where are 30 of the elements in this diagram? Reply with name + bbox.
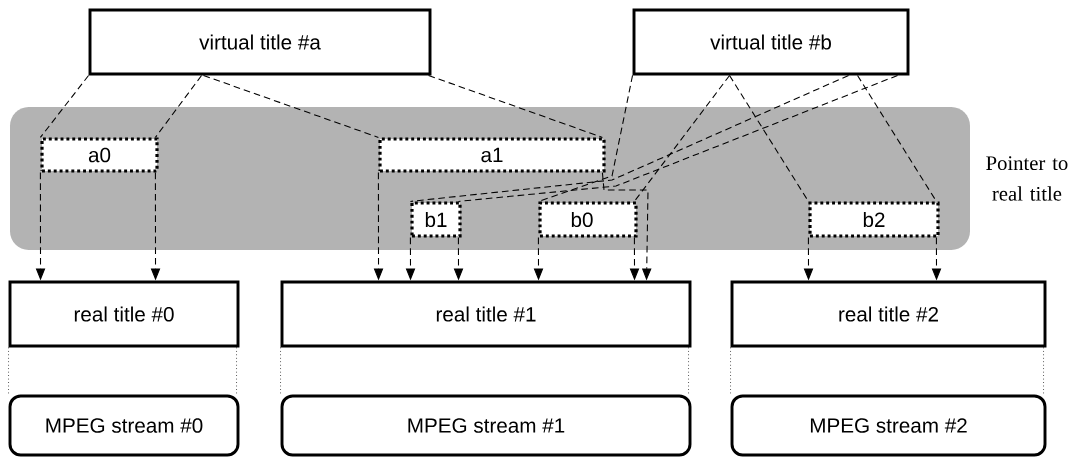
connector-line: [857, 74, 937, 202]
box-label: real title #1: [436, 306, 536, 322]
connector-line: [203, 74, 379, 138]
box-label: real title #2: [839, 306, 938, 322]
side-note: Pointer to real title: [986, 156, 1068, 201]
connector-line: [633, 74, 731, 202]
connector-line: [1043, 347, 1044, 395]
connector-line: [730, 347, 731, 395]
box-label: MPEG stream #2: [810, 418, 967, 433]
connector-line: [39, 74, 90, 138]
box-label: a0: [88, 147, 111, 163]
box-label: b2: [863, 211, 885, 228]
connector-line: [537, 74, 634, 202]
box-label: MPEG stream #0: [46, 418, 203, 433]
connector-line: [409, 74, 850, 202]
box-label: b1: [425, 211, 447, 228]
box-label: virtual title #b: [710, 34, 831, 50]
box-label: real title #0: [74, 306, 174, 322]
connector-line: [729, 74, 809, 202]
box-label: b0: [571, 211, 593, 228]
connector-line: [8, 347, 9, 395]
connector-line: [688, 347, 689, 395]
box-label: virtual title #a: [199, 34, 321, 50]
connector-line: [280, 347, 281, 395]
connector-line: [236, 347, 237, 395]
connector-line: [154, 74, 203, 138]
connector-line: [428, 74, 603, 138]
connector-line: [457, 74, 899, 202]
box-label: a1: [481, 147, 503, 163]
box-label: MPEG stream #1: [408, 418, 565, 433]
